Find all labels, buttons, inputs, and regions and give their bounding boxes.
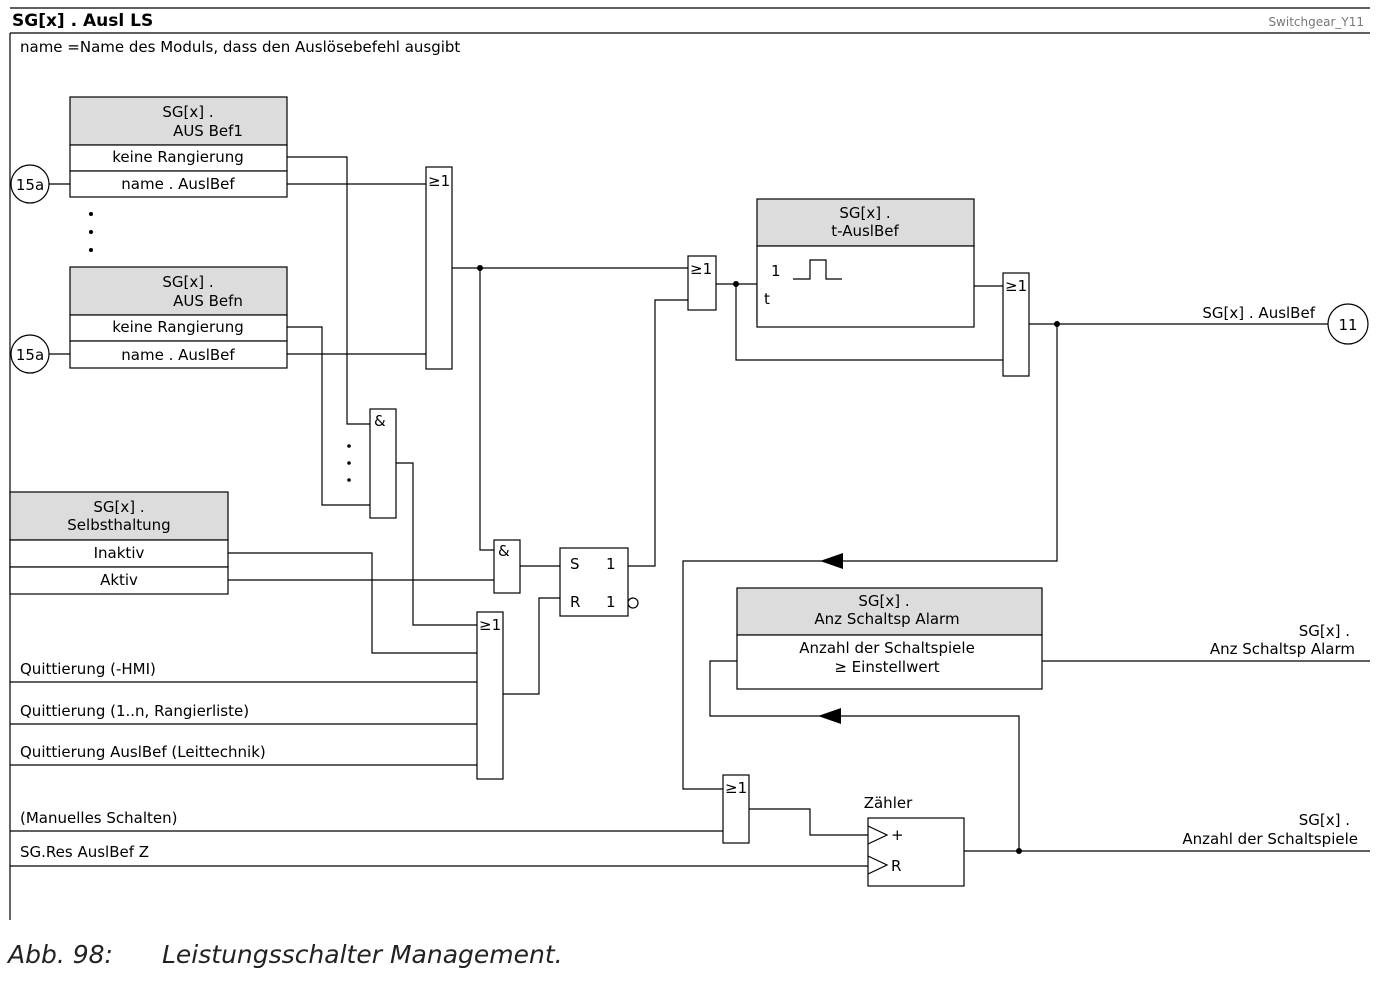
svg-text:S: S — [570, 555, 580, 573]
diagram-title: SG[x] . Ausl LS — [12, 11, 153, 31]
t-auslbef-label-1: SG[x] . — [839, 204, 890, 222]
svg-text:&: & — [498, 542, 510, 560]
output-count-2: Anzahl der Schaltspiele — [1182, 830, 1358, 848]
aus-befn-label-1: SG[x] . — [162, 273, 213, 291]
aus-bef1-label-2: AUS Bef1 — [173, 122, 243, 140]
output-alarm-2: Anz Schaltsp Alarm — [1210, 640, 1355, 658]
anz-alarm-row-2: ≥ Einstellwert — [834, 658, 939, 676]
diagram-tag: Switchgear_Y11 — [1268, 15, 1364, 29]
svg-text:≥1: ≥1 — [690, 260, 712, 278]
aus-bef1-row-2: name . AuslBef — [121, 175, 235, 193]
aus-befn-label-2: AUS Befn — [173, 292, 243, 310]
input-quittierung-leittechnik: Quittierung AuslBef (Leittechnik) — [20, 743, 266, 761]
input-quittierung-hmi: Quittierung (-HMI) — [20, 660, 156, 678]
svg-text:1: 1 — [771, 262, 781, 280]
connector-15a-top: 15a — [10, 164, 70, 204]
caption-number: Abb. 98: — [6, 940, 113, 969]
rs-flipflop: S 1 R 1 — [559, 547, 639, 617]
selbsthaltung-block: SG[x] . Selbsthaltung Inaktiv Aktiv — [9, 491, 229, 595]
selbsthaltung-label-2: Selbsthaltung — [67, 516, 170, 534]
or-gate-counter: ≥1 — [722, 774, 750, 844]
svg-text:15a: 15a — [16, 176, 44, 194]
svg-text:11: 11 — [1338, 316, 1357, 334]
svg-text:1: 1 — [606, 593, 616, 611]
output-auslbef: SG[x] . AuslBef — [1202, 304, 1315, 322]
aus-bef1-block: SG[x] . AUS Bef1 keine Rangierung name .… — [69, 96, 288, 198]
anz-alarm-label-2: Anz Schaltsp Alarm — [814, 610, 959, 628]
svg-text:1: 1 — [606, 555, 616, 573]
svg-text:+: + — [891, 826, 904, 844]
module-note: name =Name des Moduls, dass den Auslöseb… — [20, 38, 460, 56]
svg-text:R: R — [891, 857, 901, 875]
input-manuelles-schalten: (Manuelles Schalten) — [20, 809, 177, 827]
input-reset-zaehler: SG.Res AuslBef Z — [20, 843, 149, 861]
counter-label: Zähler — [864, 794, 913, 812]
anz-alarm-label-1: SG[x] . — [858, 592, 909, 610]
output-count-1: SG[x] . — [1299, 811, 1350, 829]
t-auslbef-block: SG[x] . t-AuslBef 1 t — [756, 198, 975, 328]
svg-text:≥1: ≥1 — [428, 172, 450, 190]
or-gate-aus-befehle: ≥1 — [425, 166, 453, 370]
anz-schaltsp-alarm-block: SG[x] . Anz Schaltsp Alarm Anzahl der Sc… — [736, 587, 1043, 690]
and-gate-selbsthaltung: & — [493, 539, 521, 594]
selbsthaltung-label-1: SG[x] . — [93, 498, 144, 516]
svg-text:≥1: ≥1 — [1005, 277, 1027, 295]
anz-alarm-row-1: Anzahl der Schaltspiele — [799, 639, 975, 657]
and-gate-rangierung: & — [369, 408, 397, 519]
svg-text:≥1: ≥1 — [479, 616, 501, 634]
aus-befn-row-1: keine Rangierung — [112, 318, 243, 336]
selbsthaltung-row-2: Aktiv — [100, 571, 138, 589]
or-gate-quittierung: ≥1 — [476, 611, 504, 780]
svg-text:R: R — [570, 593, 580, 611]
or-gate-timer-input: ≥1 — [687, 255, 717, 311]
svg-text:t: t — [764, 290, 770, 308]
pulse-icon — [793, 259, 842, 280]
or-gate-output: ≥1 — [1002, 272, 1030, 377]
counter-block: Zähler + R — [864, 794, 965, 887]
aus-bef1-label-1: SG[x] . — [162, 103, 213, 121]
svg-text:≥1: ≥1 — [725, 779, 747, 797]
selbsthaltung-row-1: Inaktiv — [94, 544, 145, 562]
t-auslbef-label-2: t-AuslBef — [831, 222, 899, 240]
aus-befn-block: SG[x] . AUS Befn keine Rangierung name .… — [69, 266, 288, 369]
connector-11: 11 — [1327, 303, 1369, 345]
svg-text:15a: 15a — [16, 346, 44, 364]
aus-bef1-row-1: keine Rangierung — [112, 148, 243, 166]
output-alarm-1: SG[x] . — [1299, 622, 1350, 640]
input-quittierung-rangierliste: Quittierung (1..n, Rangierliste) — [20, 702, 249, 720]
svg-text:&: & — [374, 412, 386, 430]
connector-15a-bottom: 15a — [10, 334, 70, 374]
aus-befn-row-2: name . AuslBef — [121, 346, 235, 364]
caption-text: Leistungsschalter Management. — [162, 940, 563, 969]
